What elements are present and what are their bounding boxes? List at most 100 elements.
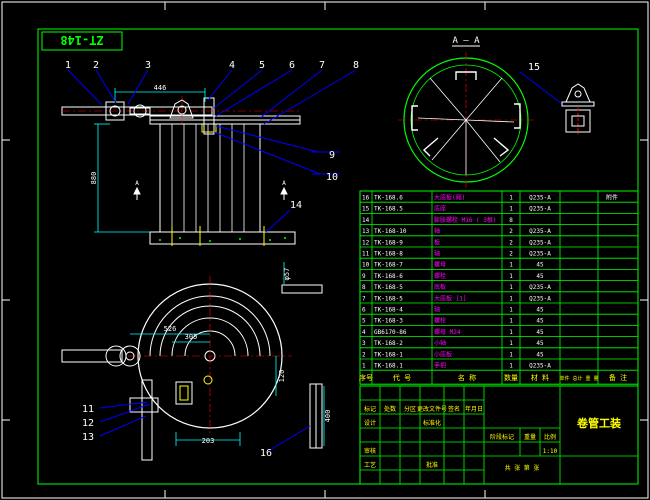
balloons-bottom: 11 12 13: [82, 404, 94, 443]
balloon-5: 5: [259, 60, 265, 71]
section-a-a-view: A — A: [398, 36, 534, 188]
bom-cell-code: TK-168-4: [374, 307, 403, 314]
bom-cell-no: 8: [362, 284, 366, 291]
dim-526: 526: [164, 325, 177, 333]
bom-cell-name: 螺栓: [434, 317, 446, 325]
bom-cell-name: 大底板 [1]: [434, 294, 466, 302]
bom-cell-mat: Q235-A: [529, 206, 551, 213]
tb-row-review: 审核: [364, 447, 376, 455]
bom-header-cell: 材 料: [531, 373, 549, 382]
bom-cell-name: 螺母 M24: [434, 328, 461, 336]
bom-cell-code: TK-168-1: [374, 351, 403, 358]
balloon-13: 13: [82, 432, 94, 443]
bom-cell-qty: 1: [509, 318, 513, 325]
dim-880: 880: [90, 172, 98, 185]
section-title: A — A: [452, 36, 480, 46]
bom-cell-qty: 1: [509, 206, 513, 213]
bom-cell-mat: 45: [536, 340, 544, 347]
leader-lines-bottom: [99, 401, 151, 437]
bom-cell-mat: 45: [536, 307, 544, 314]
dim-305: 305: [185, 333, 198, 341]
bom-cell-no: 3: [362, 340, 366, 347]
bom-cell-no: 13: [362, 228, 370, 235]
bom-cell-no: 15: [362, 206, 370, 213]
bom-cell-name: 小轴: [434, 339, 446, 347]
tb-label-3: 更改文件号: [417, 405, 447, 413]
bom-cell-mat: Q235-A: [529, 228, 551, 235]
bom-cell-mat: Q235-A: [529, 363, 551, 370]
balloon-3: 3: [145, 60, 151, 71]
bom-cell-code: TK-168.6: [374, 195, 403, 202]
balloon-9: 9: [329, 150, 335, 161]
bom-cell-no: 2: [362, 351, 366, 358]
bom-cell-code: TK-168-9: [374, 239, 403, 246]
bom-cell-code: TK-168-5: [374, 295, 403, 302]
tb-label-0: 标记: [364, 405, 376, 413]
bom-cell-qty: 1: [509, 295, 513, 302]
bom-cell-no: 11: [362, 251, 370, 258]
plan-view: 526 305 φ57 120 203 400: [61, 262, 332, 461]
tb-approve: 批准: [426, 461, 438, 469]
dim-203: 203: [202, 437, 215, 445]
bom-cell-qty: 1: [509, 329, 513, 336]
bom-cell-qty: 2: [509, 239, 513, 246]
bom-cell-no: 12: [362, 239, 370, 246]
bom-cell-code: TK-168-10: [374, 228, 407, 235]
bom-cell-note: 附件: [606, 194, 618, 202]
balloon-16: 16: [260, 448, 272, 459]
balloon-1: 1: [65, 60, 71, 71]
bom-cell-qty: 1: [509, 340, 513, 347]
dim-446: 446: [154, 84, 167, 92]
tb-row-design: 设计: [364, 419, 376, 427]
tb-stage: 阶段标记: [490, 433, 514, 441]
balloon-12: 12: [82, 418, 94, 429]
bom-cell-no: 10: [362, 262, 370, 269]
bom-cell-mat: Q235-A: [529, 251, 551, 258]
bom-cell-name: 底板: [434, 283, 446, 291]
bom-cell-name: 螺栓: [434, 272, 446, 280]
bom-cell-mat: Q235-A: [529, 295, 551, 302]
bom-cell-no: 9: [362, 273, 366, 280]
leader-lines: [67, 69, 357, 233]
balloon-6: 6: [289, 60, 295, 71]
section-mark-left: A: [135, 180, 139, 187]
bom-header-cell: 单件 总计 重 量: [559, 375, 598, 382]
tb-label-5: 年月日: [465, 405, 483, 413]
tb-standard: 标准化: [423, 419, 441, 427]
balloon-10: 10: [326, 172, 338, 183]
tb-scale: 1:10: [543, 448, 558, 455]
balloon-11: 11: [82, 404, 94, 415]
balloon-8: 8: [353, 60, 359, 71]
bom-cell-mat: Q235-A: [529, 195, 551, 202]
title-block: 标记 处数 分区 更改文件号 签名 年月日 设计 标准化 审核 工艺 批准 阶段…: [359, 385, 639, 485]
bom-cell-name: 膨胀螺栓 M16 ( 3根): [434, 216, 497, 224]
bom-cell-mat: 45: [536, 329, 544, 336]
dim-120: 120: [278, 370, 286, 383]
balloon-14: 14: [290, 200, 302, 211]
dim-400: 400: [324, 410, 332, 423]
drawing-number: ZT-148: [60, 33, 103, 47]
bom-cell-no: 7: [362, 295, 366, 302]
bom-cell-code: GB6170-86: [374, 329, 407, 336]
bom-cell-code: TK-168-3: [374, 318, 403, 325]
balloon-15: 15: [528, 62, 540, 73]
bom-header-cell: 名 称: [458, 373, 476, 382]
bom-cell-qty: 8: [509, 217, 513, 224]
bom-cell-name: 小底板: [434, 350, 452, 358]
drawing-number-box: [41, 31, 123, 51]
bom-header-cell: 序号: [359, 373, 373, 382]
bom-cell-mat: 45: [536, 273, 544, 280]
bom-cell-mat: 45: [536, 262, 544, 269]
bom-cell-mat: Q235-A: [529, 284, 551, 291]
bom-cell-code: TK-168.5: [374, 206, 403, 213]
tb-scale-label: 比例: [544, 433, 556, 441]
tb-label-4: 签名: [448, 405, 460, 413]
tb-sheets: 共 张 第 张: [505, 464, 540, 472]
bom-cell-no: 4: [362, 329, 366, 336]
tb-weight: 重量: [524, 433, 536, 441]
bom-cell-qty: 1: [509, 284, 513, 291]
